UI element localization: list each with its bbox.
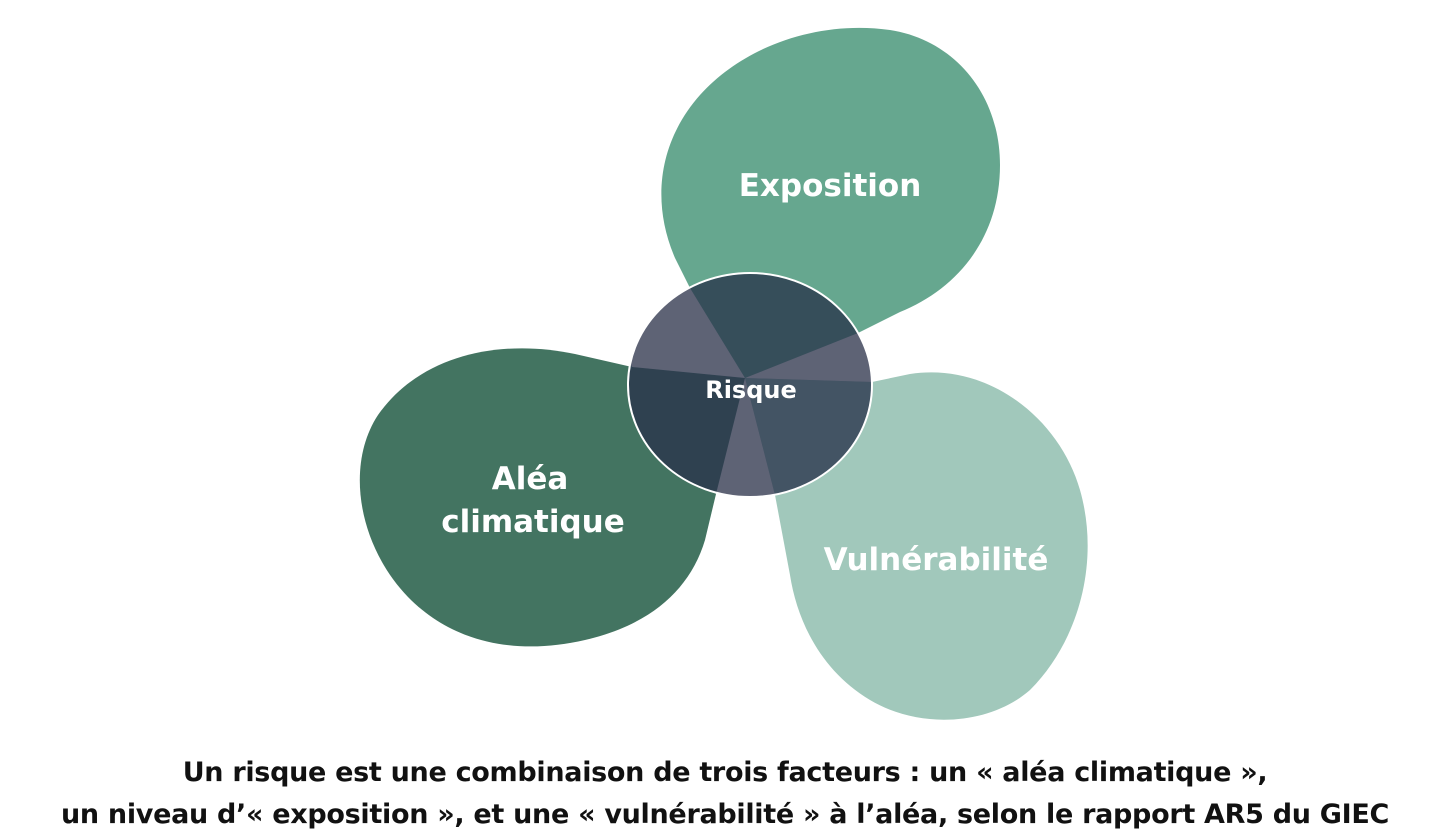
label-risque: Risque <box>705 376 797 404</box>
risk-diagram: Exposition Aléa climatique Vulnérabilité… <box>359 27 1088 720</box>
caption-line-1: Un risque est une combinaison de trois f… <box>182 757 1268 788</box>
petal-alea <box>359 348 716 647</box>
label-alea-line2: climatique <box>441 504 625 540</box>
caption: Un risque est une combinaison de trois f… <box>0 752 1450 836</box>
label-exposition: Exposition <box>739 168 922 204</box>
overlap-exposition-vulnerabilite <box>745 330 872 382</box>
overlap-alea-vulnerabilite <box>716 378 775 497</box>
caption-line-2: un niveau d’« exposition », et une « vul… <box>60 799 1390 830</box>
label-vulnerabilite: Vulnérabilité <box>824 542 1049 578</box>
petal-exposition <box>661 27 1000 333</box>
risk-center-outline <box>627 272 873 498</box>
petal-vulnerabilite <box>775 372 1088 720</box>
label-alea-line1: Aléa <box>492 461 569 497</box>
